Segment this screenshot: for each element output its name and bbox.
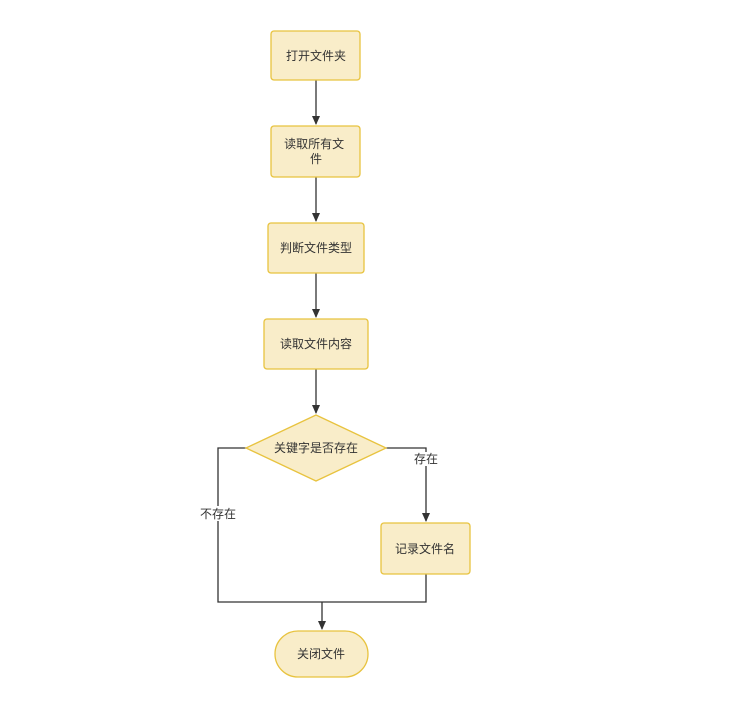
node-label-line-1: 读取所有文: [284, 136, 344, 151]
node-label: 关闭文件: [297, 646, 345, 661]
node-label: 读取所有文 件: [284, 136, 348, 166]
node-read-file-content: 读取文件内容: [263, 318, 369, 370]
node-shape: [244, 414, 388, 482]
node-label: 打开文件夹: [286, 48, 346, 63]
node-label: 读取文件内容: [280, 336, 352, 351]
node-shape: [274, 630, 369, 678]
node-shape: [270, 30, 361, 81]
node-shape: [270, 125, 361, 178]
edge-decision-not-exists: [217, 447, 322, 603]
edge-decision-exists: [386, 447, 430, 522]
edge-label-not-exists: 不存在: [200, 507, 236, 521]
node-label: 记录文件名: [395, 541, 455, 556]
node-read-all-files: 读取所有文 件: [270, 125, 361, 178]
node-shape: [380, 522, 471, 575]
node-open-folder: 打开文件夹: [270, 30, 361, 81]
node-keyword-exists: 关键字是否存在: [244, 414, 388, 482]
node-shape: [267, 222, 365, 274]
node-check-file-type: 判断文件类型: [267, 222, 365, 274]
node-close-file: 关闭文件: [274, 630, 369, 678]
node-record-filename: 记录文件名: [380, 522, 471, 575]
node-shape: [263, 318, 369, 370]
node-label: 判断文件类型: [280, 240, 352, 255]
edges: [217, 80, 430, 630]
edge-record-to-merge: [322, 574, 427, 603]
edge-label-exists: 存在: [414, 452, 438, 466]
node-label: 关键字是否存在: [274, 440, 358, 455]
edge-label-bg: [412, 452, 440, 466]
node-label-line-2: 件: [310, 152, 322, 166]
edge-label-bg: [198, 506, 238, 521]
